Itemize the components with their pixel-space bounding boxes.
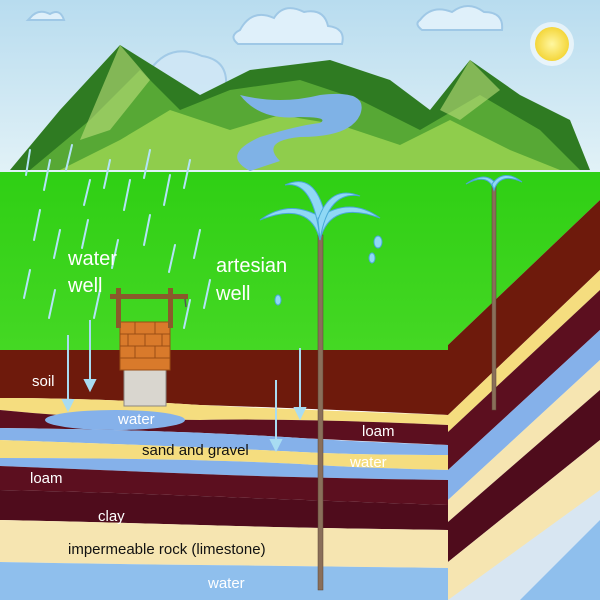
label-water-well-line1: water [67, 248, 117, 270]
well-water-pool [45, 410, 185, 430]
label-sand-and-gravel: sand and gravel [142, 442, 249, 459]
soil-layers [0, 350, 448, 600]
label-clay: clay [98, 508, 125, 525]
brick-well-icon [110, 288, 188, 407]
label-soil: soil [32, 373, 55, 390]
label-artesian-line1: artesian [216, 255, 287, 277]
river [237, 93, 362, 171]
label-loam-right: loam [362, 423, 395, 440]
label-water-right: water [349, 454, 387, 471]
label-water-well-line2: well [67, 275, 102, 297]
sun-icon [530, 22, 574, 66]
rain-icon [23, 144, 211, 329]
label-water-bottom: water [207, 575, 245, 592]
label-water-upper: water [117, 411, 155, 428]
label-artesian-line2: well [215, 283, 250, 305]
label-impermeable-rock: impermeable rock (limestone) [68, 541, 266, 558]
infiltration-arrows [61, 320, 307, 453]
label-loam-left: loam [30, 470, 63, 487]
water-fountain-icon [259, 175, 523, 306]
block-side [448, 200, 600, 600]
